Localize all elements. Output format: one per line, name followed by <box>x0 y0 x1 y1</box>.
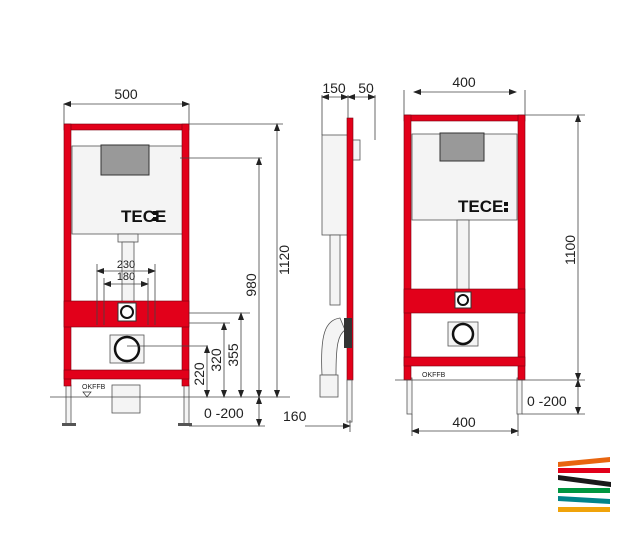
dim-220: 220 <box>191 362 207 386</box>
right-leg <box>183 384 190 426</box>
dim-1120: 1120 <box>276 245 292 275</box>
dim-320: 320 <box>208 348 224 372</box>
dim-bottom-400: 400 <box>452 414 476 430</box>
front-view: TECE OKFFB 500 230 180 <box>50 86 292 427</box>
brand-stripes-logo <box>558 457 611 512</box>
frame-top <box>63 123 190 131</box>
dim-0-200: 0 -200 <box>204 405 244 421</box>
left-leg <box>65 384 72 426</box>
dim-230: 230 <box>117 259 135 271</box>
frame-right-post <box>181 123 190 387</box>
dim-500: 500 <box>114 86 138 102</box>
side-drain-bend <box>321 317 346 376</box>
drain-outlet <box>113 335 141 363</box>
dim-150: 150 <box>322 80 346 96</box>
right-view: TECE OKFFB 400 1100 0 -200 400 <box>395 74 585 436</box>
dim-180: 180 <box>117 271 135 283</box>
drain-pipe <box>111 384 141 414</box>
frame-left-post <box>63 123 72 387</box>
right-dim-0-200: 0 -200 <box>527 393 567 409</box>
dim-355: 355 <box>225 343 241 367</box>
floor-label: OKFFB <box>82 384 106 391</box>
dim-1100: 1100 <box>562 235 578 265</box>
dim-50: 50 <box>358 80 374 96</box>
frame-bottom <box>63 369 190 380</box>
right-frame-left-post <box>403 114 412 381</box>
dim-top-400: 400 <box>452 74 476 90</box>
dim-980: 980 <box>243 273 259 297</box>
side-view: 150 50 160 <box>283 80 376 432</box>
right-frame-right-post <box>517 114 526 381</box>
dim-160: 160 <box>283 408 307 424</box>
tece-logo: TECE <box>121 207 166 226</box>
side-cistern <box>321 134 349 236</box>
right-floor-label: OKFFB <box>422 372 446 379</box>
flush-valve-panel <box>100 144 150 176</box>
right-tece-logo: TECE <box>458 197 503 216</box>
